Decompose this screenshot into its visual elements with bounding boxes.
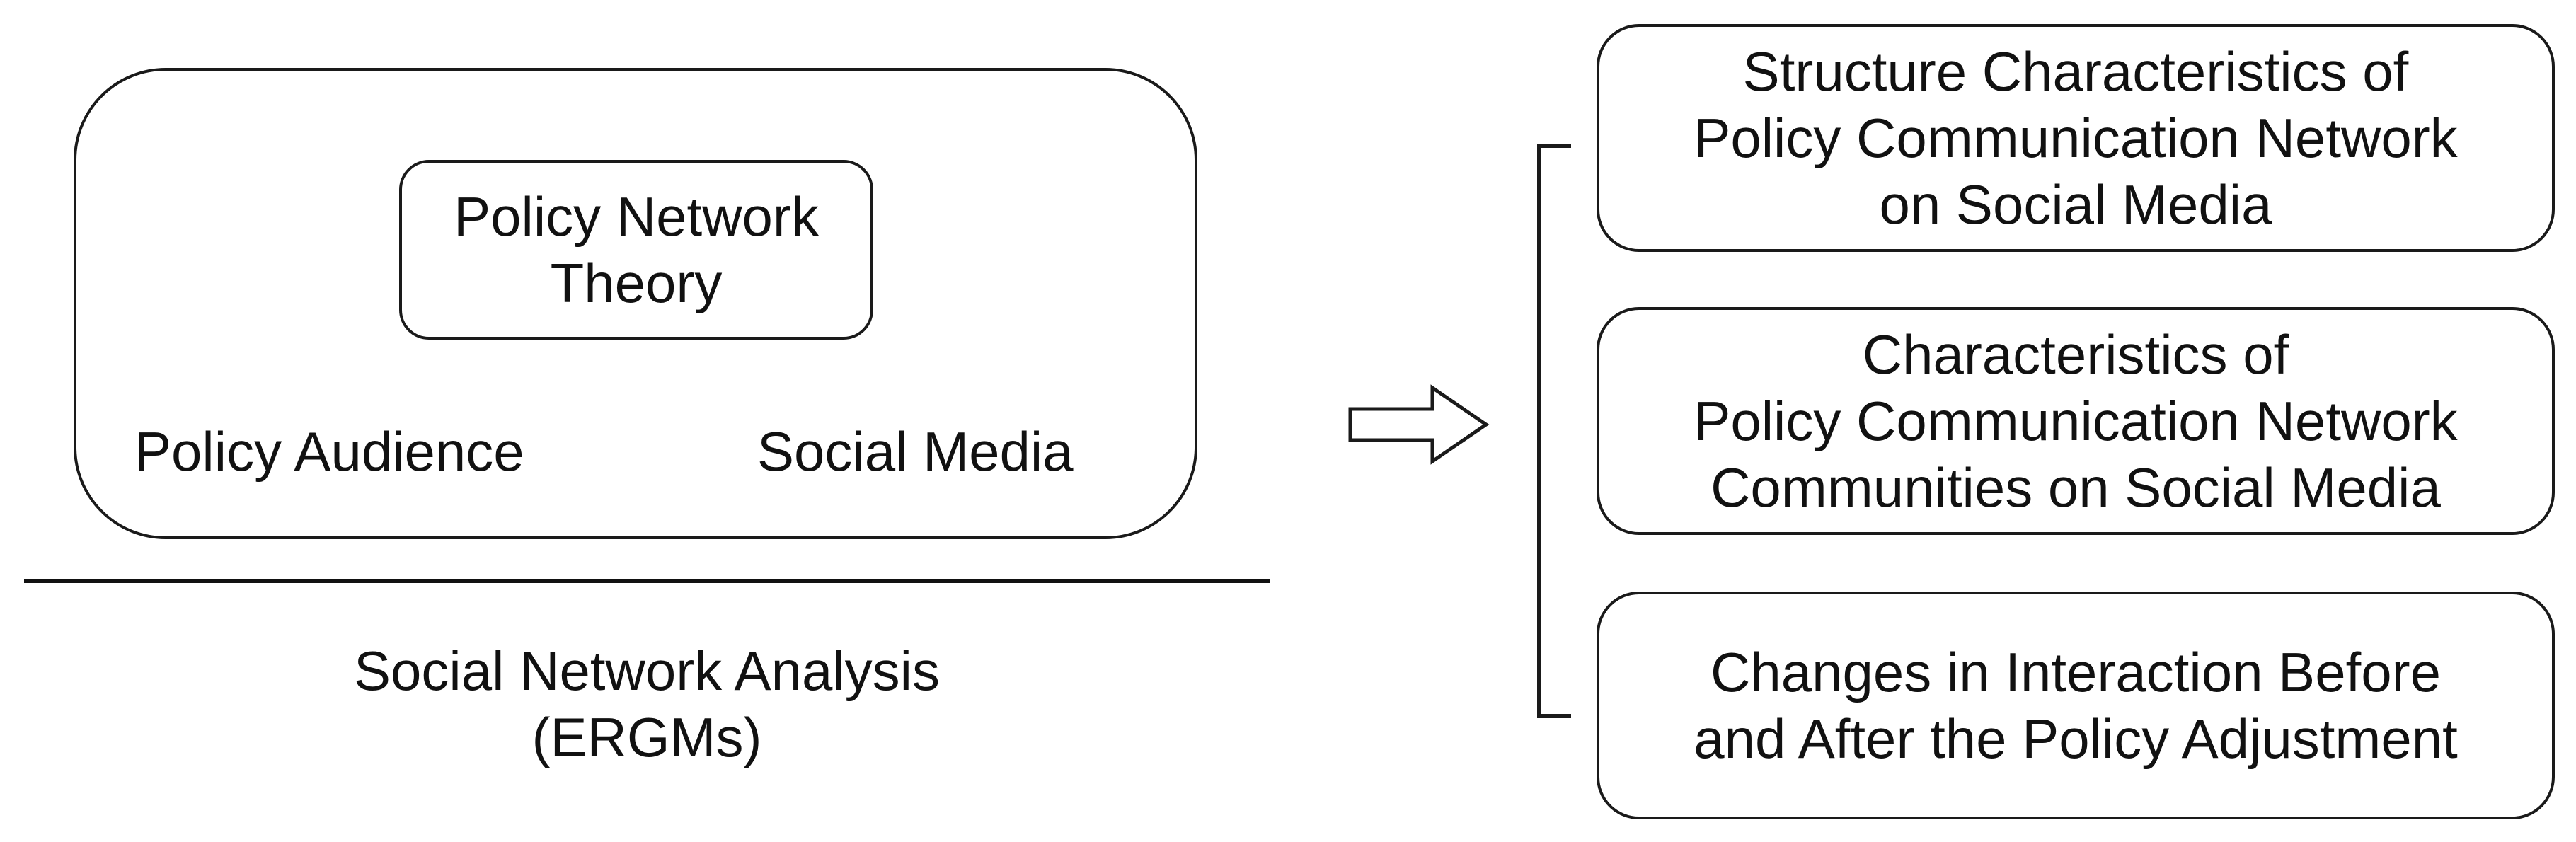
outcome-box-2: Characteristics of Policy Communication … xyxy=(1597,307,2555,535)
outcome-box-3: Changes in Interaction Before and After … xyxy=(1597,592,2555,819)
outcome-3-line-1: Changes in Interaction Before xyxy=(1710,641,2441,703)
outcome-3-line-2: and After the Policy Adjustment xyxy=(1694,708,2458,770)
outcome-2-line-2: Policy Communication Network xyxy=(1694,390,2458,452)
outcome-1-line-2: Policy Communication Network xyxy=(1694,107,2458,169)
method-line-2: (ERGMs) xyxy=(531,706,762,768)
policy-audience-label: Policy Audience xyxy=(134,420,524,483)
theory-box: Policy Network Theory xyxy=(399,160,873,340)
right-arrow-icon xyxy=(1348,384,1490,465)
outcome-1-line-1: Structure Characteristics of xyxy=(1742,40,2409,103)
theory-line-2: Theory xyxy=(550,252,723,314)
separator-line xyxy=(24,579,1270,583)
outcome-2-line-1: Characteristics of xyxy=(1862,323,2289,386)
outcome-2-line-3: Communities on Social Media xyxy=(1710,456,2441,519)
outcome-1-line-3: on Social Media xyxy=(1879,173,2272,236)
bracket xyxy=(1537,144,1571,718)
theory-line-1: Policy Network xyxy=(454,185,819,248)
theory-text: Policy Network Theory xyxy=(402,163,870,337)
social-media-label: Social Media xyxy=(757,420,1074,483)
method-line-1: Social Network Analysis xyxy=(354,640,940,702)
outcome-box-1: Structure Characteristics of Policy Comm… xyxy=(1597,24,2555,252)
method-text: Social Network Analysis (ERGMs) xyxy=(24,637,1270,771)
